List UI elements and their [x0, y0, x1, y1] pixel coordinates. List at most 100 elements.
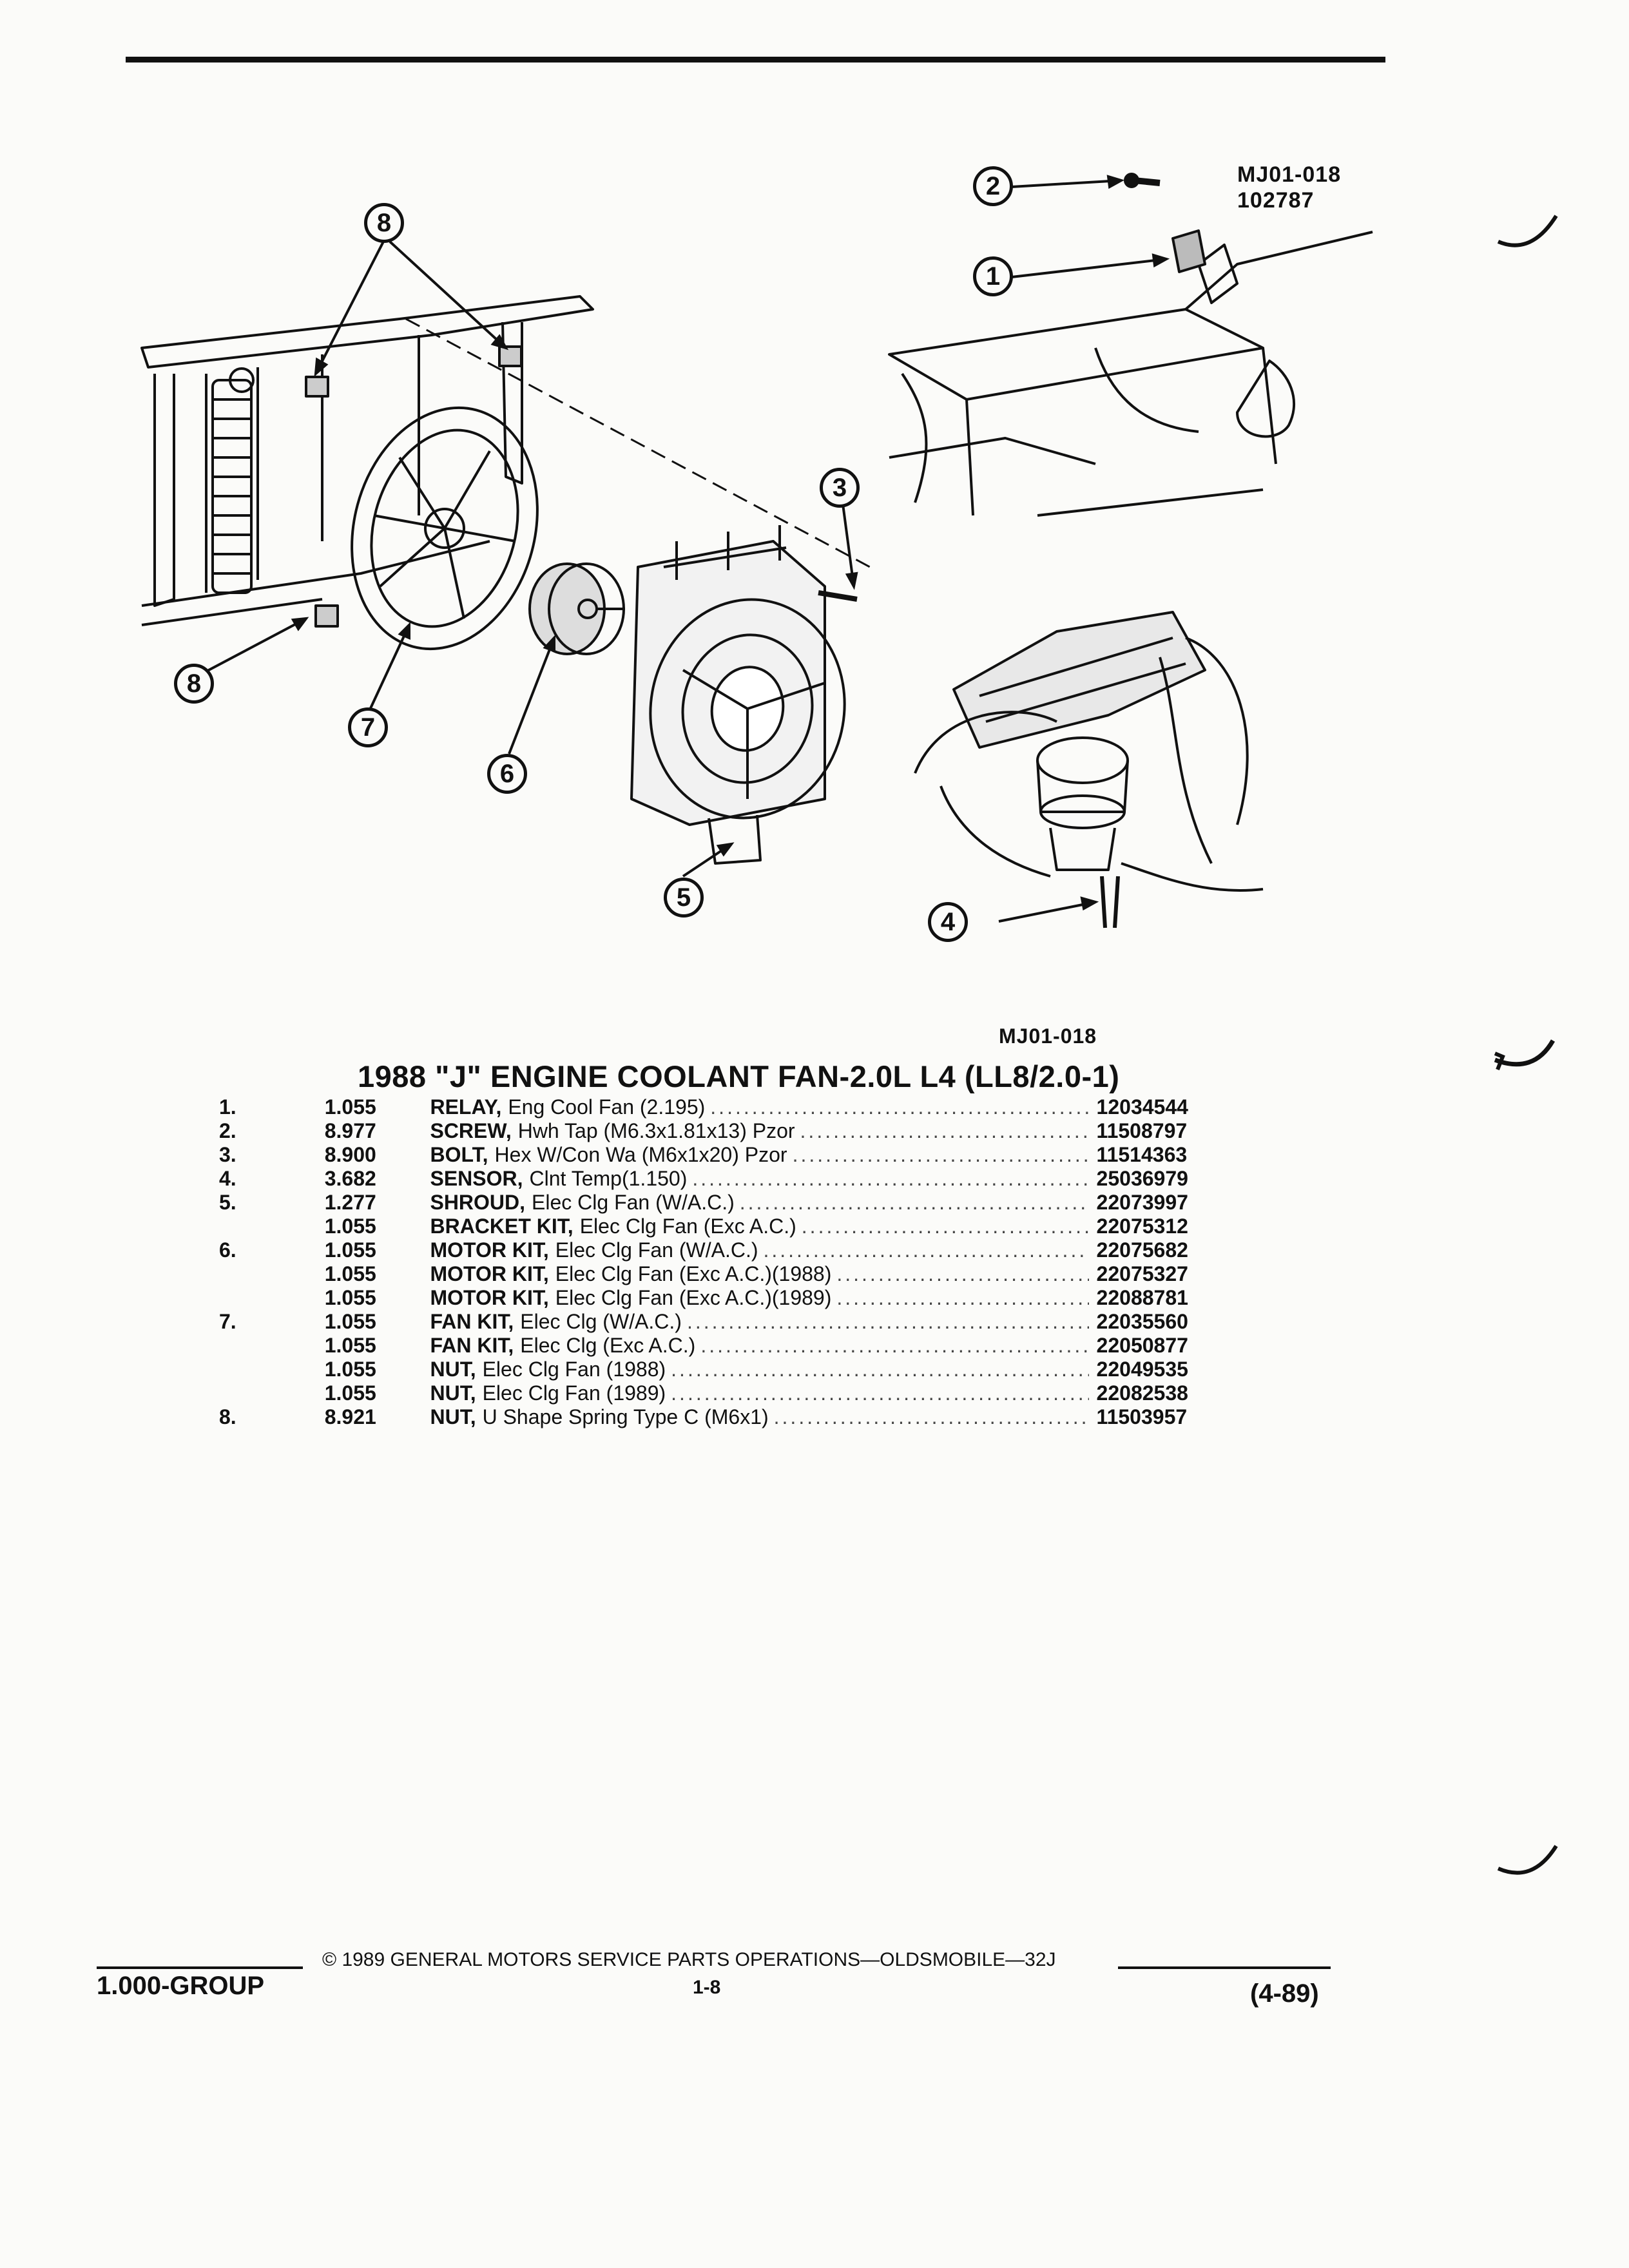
item-number [219, 1358, 325, 1381]
part-number: 22075312 [1096, 1215, 1188, 1238]
table-row: 8. 8.921 NUT, U Shape Spring Type C (M6x1) 1… [219, 1405, 1224, 1429]
part-detail: Elec Clg Fan (1988) [482, 1358, 666, 1381]
group-number: 1.055 [324, 1215, 376, 1238]
leader-dots [758, 1238, 1088, 1262]
part-keyword: RELAY, [430, 1095, 502, 1119]
group-number: 1.055 [324, 1334, 376, 1357]
group-number: 8.900 [324, 1143, 376, 1166]
diagram-ref-code-bottom: MJ01-018 [999, 1024, 1097, 1048]
part-description: NUT, U Shape Spring Type C (M6x1) [430, 1405, 1088, 1429]
part-keyword: MOTOR KIT, [430, 1238, 549, 1262]
diagram-ref-date: 102787 [1237, 188, 1315, 213]
callout-1: 1 [973, 256, 1013, 296]
top-rule [126, 57, 1385, 62]
item-number: 7. [219, 1310, 236, 1333]
leader-dots [769, 1405, 1089, 1429]
footer-date: (4-89) [1250, 1979, 1319, 2008]
leader-dots [831, 1286, 1088, 1310]
part-number: 22088781 [1096, 1286, 1188, 1309]
part-number: 22075682 [1096, 1238, 1188, 1262]
part-keyword: NUT, [430, 1405, 476, 1428]
leader-dots [666, 1358, 1088, 1381]
part-description: SENSOR,Clnt Temp(1.150) [430, 1167, 1088, 1191]
part-number: 12034544 [1096, 1095, 1188, 1119]
item-number: 4. [219, 1167, 236, 1190]
leader-dots [796, 1215, 1089, 1238]
part-detail: U Shape Spring Type C (M6x1) [482, 1405, 769, 1428]
item-number [219, 1286, 325, 1310]
leader-dots [735, 1191, 1089, 1215]
part-detail: Eng Cool Fan (2.195) [508, 1095, 706, 1119]
part-keyword: NUT, [430, 1381, 476, 1405]
callout-5: 5 [664, 878, 704, 918]
table-row: 1. 1.055 RELAY,Eng Cool Fan (2.195) 1203454… [219, 1095, 1224, 1119]
table-row: 4. 3.682 SENSOR,Clnt Temp(1.150) 25036979 [219, 1167, 1224, 1191]
part-detail: Elec Clg Fan (Exc A.C.)(1988) [555, 1262, 832, 1285]
part-description: MOTOR KIT,Elec Clg Fan (W/A.C.) [430, 1238, 1088, 1262]
part-number: 22050877 [1096, 1334, 1188, 1357]
diagram-ref-code: MJ01-018 [1237, 162, 1342, 187]
leader-dots [682, 1310, 1089, 1334]
part-description: RELAY,Eng Cool Fan (2.195) [430, 1095, 1088, 1119]
item-number [219, 1381, 325, 1405]
item-number: 3. [219, 1143, 236, 1166]
part-number: 11503957 [1096, 1405, 1188, 1428]
group-number: 1.055 [324, 1095, 376, 1119]
part-detail: Elec Clg Fan (1989) [482, 1381, 666, 1405]
callout-6: 6 [487, 754, 527, 794]
callout-8-bottom: 8 [174, 664, 214, 704]
part-keyword: MOTOR KIT, [430, 1262, 549, 1285]
engine-sensor-diagram [914, 611, 1264, 928]
group-number: 1.055 [324, 1238, 376, 1262]
part-detail: Clnt Temp(1.150) [529, 1167, 688, 1190]
footer-copyright: © 1989 GENERAL MOTORS SERVICE PARTS OPER… [322, 1949, 1056, 1970]
part-description: FAN KIT, Elec Clg (Exc A.C.) [430, 1334, 1088, 1358]
part-detail: Elec Clg Fan (W/A.C.) [555, 1238, 758, 1262]
item-number: 1. [219, 1095, 236, 1119]
leader-dots [695, 1334, 1088, 1358]
leader-dots [666, 1381, 1088, 1405]
part-detail: Elec Clg (Exc A.C.) [520, 1334, 696, 1357]
part-keyword: MOTOR KIT, [430, 1286, 549, 1309]
part-detail: Hwh Tap (M6.3x1.81x13) Pzor [517, 1119, 795, 1142]
part-detail: Elec Clg Fan (Exc A.C.) [579, 1215, 796, 1238]
part-description: NUT,Elec Clg Fan (1988) [430, 1358, 1088, 1381]
leader-dots [787, 1143, 1089, 1167]
item-number [219, 1262, 325, 1286]
callout-8-top: 8 [364, 203, 404, 243]
part-description: NUT,Elec Clg Fan (1989) [430, 1381, 1088, 1405]
group-number: 3.682 [324, 1167, 376, 1190]
page-title: 1988 "J" ENGINE COOLANT FAN-2.0L L4 (LL8… [358, 1059, 1120, 1093]
part-number: 22082538 [1096, 1381, 1188, 1405]
group-number: 1.277 [324, 1191, 376, 1214]
part-detail: Elec Clg Fan (Exc A.C.)(1989) [555, 1286, 832, 1309]
part-description: BOLT,Hex W/Con Wa (M6x1x20) Pzor [430, 1143, 1088, 1167]
item-number [219, 1334, 325, 1358]
part-number: 25036979 [1096, 1167, 1188, 1190]
part-keyword: SCREW, [430, 1119, 512, 1142]
part-keyword: FAN KIT, [430, 1334, 514, 1357]
part-description: SCREW,Hwh Tap (M6.3x1.81x13) Pzor [430, 1119, 1088, 1143]
group-number: 1.055 [324, 1381, 376, 1405]
item-number: 6. [219, 1238, 236, 1262]
footer-rule-left [97, 1966, 303, 1969]
margin-mark [1497, 215, 1558, 247]
callout-7: 7 [348, 707, 388, 747]
part-number: 22075327 [1096, 1262, 1188, 1285]
leader-dots [705, 1095, 1088, 1119]
callout-3: 3 [820, 468, 860, 508]
leader-dots [795, 1119, 1089, 1143]
footer-page-number: 1-8 [693, 1977, 721, 1998]
relay-detail-diagram [888, 173, 1373, 517]
item-number: 8. [219, 1405, 236, 1428]
part-keyword: FAN KIT, [430, 1310, 514, 1333]
part-description: MOTOR KIT, Elec Clg Fan (Exc A.C.)(1988) [430, 1262, 1088, 1286]
part-description: MOTOR KIT, Elec Clg Fan (Exc A.C.)(1989) [430, 1286, 1088, 1310]
part-keyword: BRACKET KIT, [430, 1215, 574, 1238]
group-number: 1.055 [324, 1286, 376, 1309]
leader-dots [687, 1167, 1088, 1191]
group-number: 8.921 [324, 1405, 376, 1428]
